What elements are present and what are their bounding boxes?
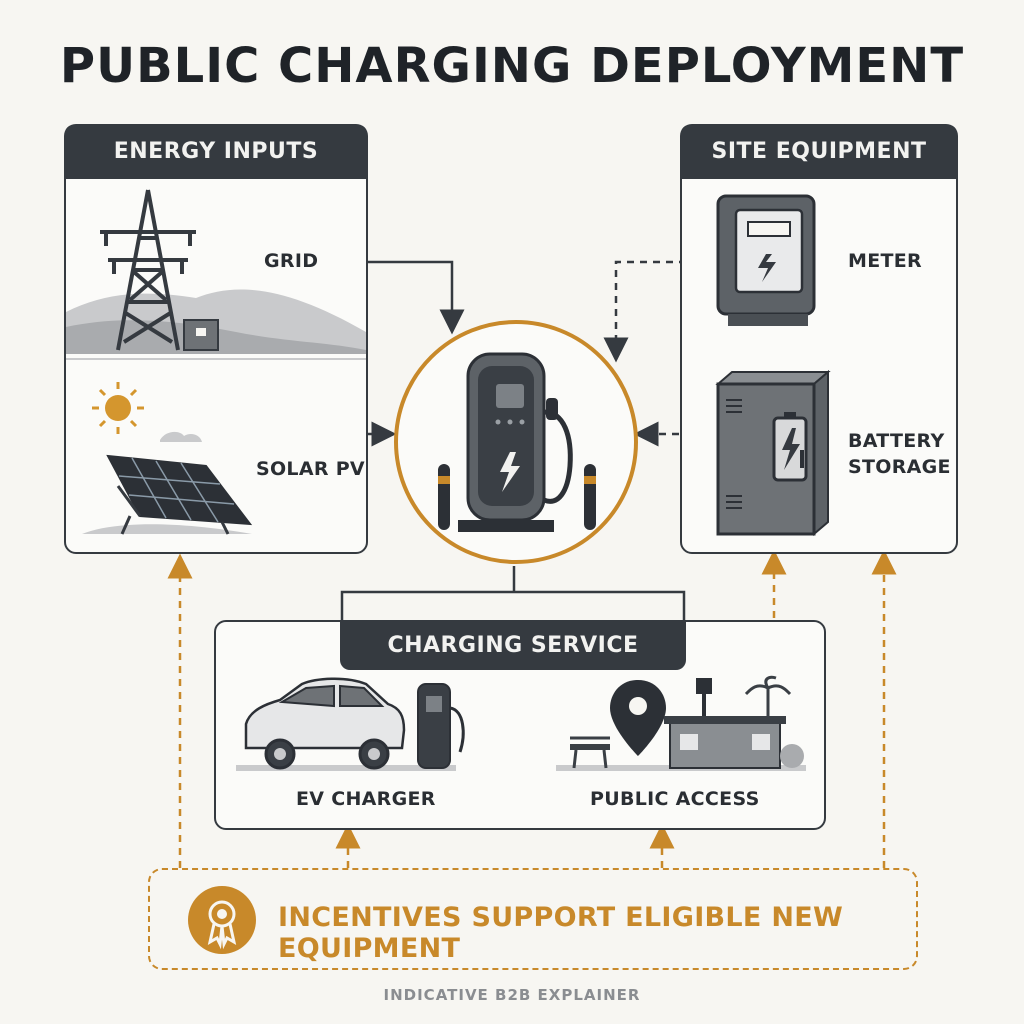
electric-meter-icon bbox=[716, 194, 816, 326]
charger-to-service-connector bbox=[340, 566, 686, 630]
location-pin-icon bbox=[556, 675, 806, 771]
award-ribbon-icon bbox=[188, 886, 256, 954]
page-title: PUBLIC CHARGING DEPLOYMENT bbox=[59, 38, 965, 94]
transmission-tower-icon bbox=[66, 189, 366, 354]
solar-pv-label: SOLAR PV bbox=[256, 458, 365, 480]
charging-service-heading: CHARGING SERVICE bbox=[340, 622, 686, 670]
energy-inputs-heading: ENERGY INPUTS bbox=[65, 125, 367, 179]
sun-icon bbox=[92, 382, 144, 434]
ev-car-charger-icon bbox=[236, 677, 465, 771]
battery-label-line1: BATTERY bbox=[848, 430, 945, 452]
grid-to-charger-connector bbox=[368, 260, 465, 335]
meter-label: METER bbox=[848, 250, 922, 272]
incentives-banner bbox=[148, 868, 918, 970]
solar-panel-icon bbox=[82, 382, 253, 535]
ev-charger-label: EV CHARGER bbox=[296, 788, 436, 810]
battery-cabinet-icon bbox=[715, 369, 831, 537]
battery-storage-label: BATTERY STORAGE bbox=[848, 428, 951, 480]
incentives-text: INCENTIVES SUPPORT ELIGIBLE NEW EQUIPMEN… bbox=[278, 902, 844, 964]
grid-label: GRID bbox=[264, 250, 319, 272]
panel-divider bbox=[66, 358, 366, 360]
public-access-label: PUBLIC ACCESS bbox=[590, 788, 760, 810]
footer-caption: INDICATIVE B2B EXPLAINER bbox=[383, 986, 641, 1004]
site-equipment-heading: SITE EQUIPMENT bbox=[681, 125, 957, 179]
charging-station-icon bbox=[394, 320, 638, 564]
battery-label-line2: STORAGE bbox=[848, 456, 951, 478]
